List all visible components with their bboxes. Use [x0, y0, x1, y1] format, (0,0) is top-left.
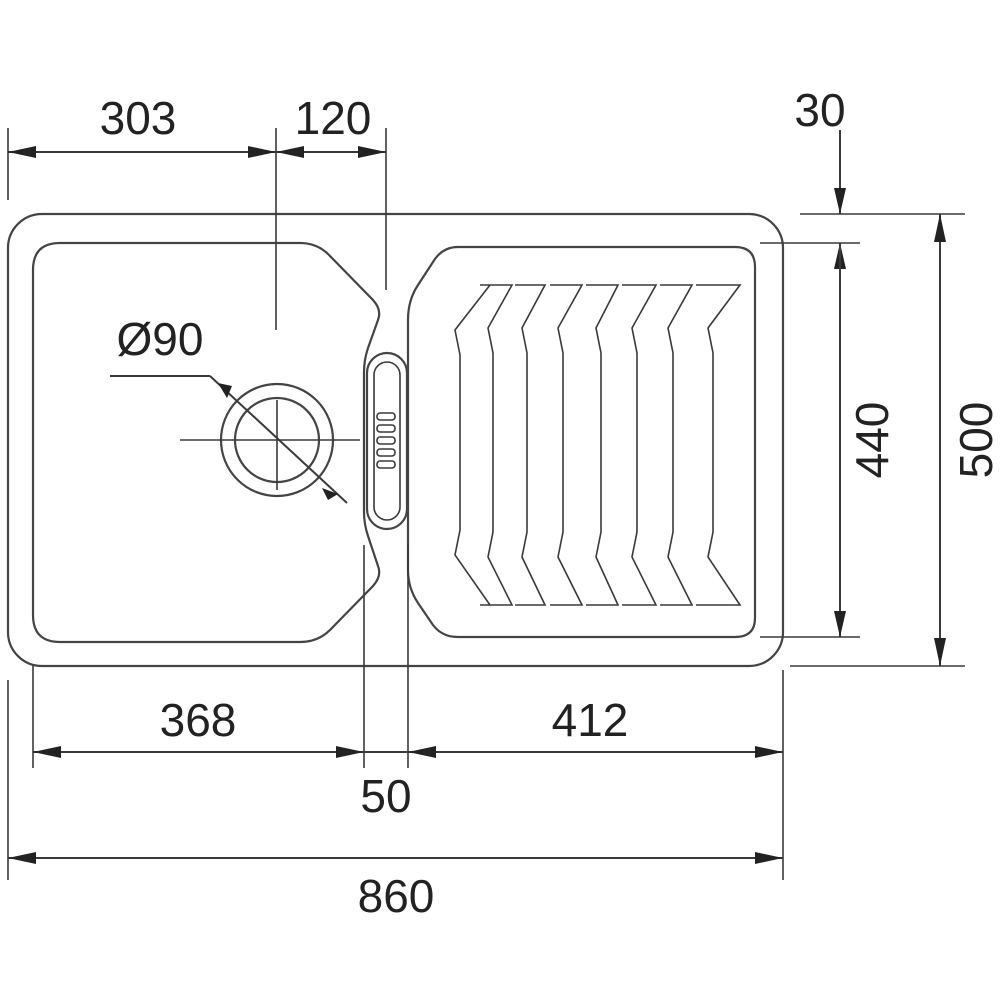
dim-overall-width: 860 [358, 870, 435, 922]
dim-rim-offset-top: 30 [794, 84, 845, 136]
dim-drain-diameter: Ø90 [117, 313, 204, 365]
dim-overall-depth: 500 [950, 402, 1000, 479]
dim-bowl-width: 368 [160, 694, 237, 746]
drainer-grooves [454, 284, 742, 606]
dim-drainer-height: 440 [846, 402, 898, 479]
overflow-slot-inner [373, 361, 401, 521]
bottom-dimension-lines [8, 746, 783, 864]
extension-lines [7, 128, 965, 880]
right-dimension-lines [834, 214, 946, 666]
overflow-holes [376, 412, 396, 469]
bowl-outline [31, 241, 381, 644]
dim-divider-width: 50 [360, 770, 411, 822]
drain [110, 375, 360, 504]
overflow-slot [365, 351, 409, 531]
drainer-outline [406, 245, 757, 639]
dim-bowl-to-divider: 120 [295, 92, 372, 144]
dim-drainer-width: 412 [552, 694, 629, 746]
top-dimension-lines [8, 130, 846, 269]
sink-outer-outline [6, 212, 785, 668]
dim-basin-offset: 303 [100, 92, 177, 144]
